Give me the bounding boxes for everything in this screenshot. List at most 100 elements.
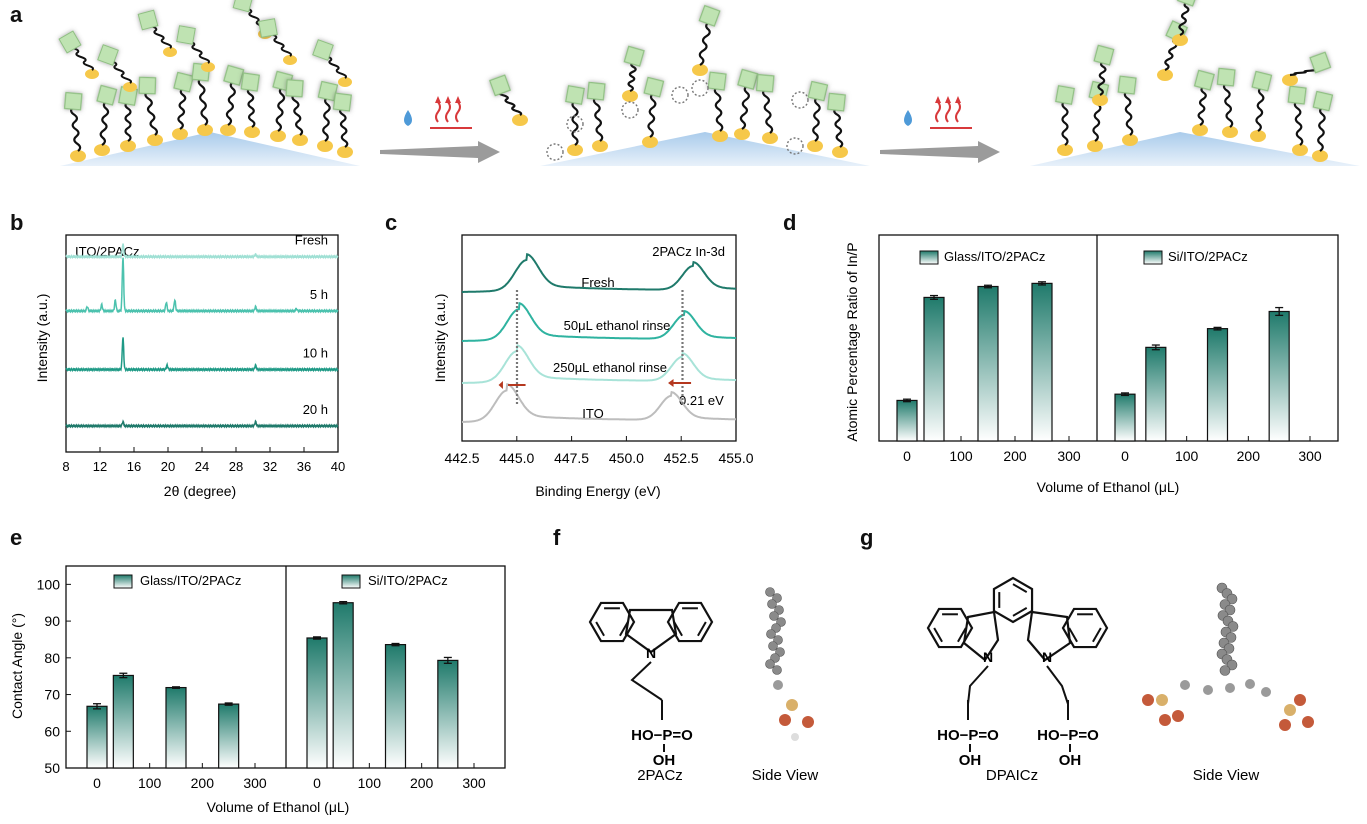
- mol-a1-free-head-3: [176, 25, 196, 45]
- chart-e-legend-swatch-0: [113, 574, 133, 589]
- panel-label-b: b: [10, 210, 24, 235]
- mol-a2-7-chain: [833, 107, 844, 148]
- mol-g-phos-2-oh: OH: [1059, 752, 1082, 769]
- molecule-g-side-view: Side View: [1193, 767, 1260, 784]
- mol-a3-11-head: [1309, 51, 1332, 74]
- mol-g-ring-left-db-1: [933, 627, 943, 643]
- mol-g-phos-2-group: HO−P=O: [1037, 727, 1099, 744]
- mol-g-ring-mid: [992, 576, 1034, 624]
- mol-a1-1-anchor: [94, 144, 110, 156]
- mol-a2-3-head: [707, 71, 727, 91]
- vacancy-1: [566, 115, 584, 133]
- chart-b-xlabel: 2θ (degree): [164, 483, 236, 499]
- mol-g-side-o-5: [1302, 716, 1314, 728]
- mol-a2-7-anchor: [832, 146, 848, 158]
- mol-g-side-atom-1: [1221, 588, 1233, 599]
- mol-g-side-c-2: [1225, 683, 1235, 693]
- mol-f-side-atom-7: [766, 629, 776, 639]
- mol-a3-5-anchor: [1250, 130, 1266, 142]
- chart-c-shift-head-0: [498, 381, 503, 389]
- substrate-1: [540, 132, 870, 166]
- heat-icon-0-0: [435, 101, 441, 123]
- chart-c-series-0: [462, 253, 736, 293]
- mol-a2-4-head: [737, 68, 759, 90]
- mol-g-side-c-0: [1180, 680, 1190, 690]
- mol-g-side-o-3: [1294, 694, 1306, 706]
- mol-a1-free-head-0: [58, 30, 82, 54]
- chart-e-bar-0-1: [112, 674, 134, 769]
- mol-a1-3-head: [138, 76, 157, 95]
- chart-c-xtick-label-4: 452.5: [664, 450, 699, 466]
- mol-f-n: N: [646, 645, 656, 661]
- chart-d-legend-swatch-1: [1143, 250, 1163, 265]
- mol-f-side-h1: [791, 733, 799, 741]
- mol-g-ring-left-db-0: [957, 627, 967, 643]
- mol-a3-0-head: [1055, 85, 1075, 105]
- mol-a3-6-chain: [1293, 100, 1304, 146]
- mol-a2-9-head: [623, 45, 645, 67]
- mol-a2-6-chain: [812, 96, 821, 142]
- mol-f-side-c1: [773, 680, 783, 690]
- mol-a1-0-head: [63, 91, 83, 111]
- panel-label-e: e: [10, 525, 23, 550]
- chart-e-xtick-label-0-1: 100: [138, 775, 162, 791]
- mol-f-side-atom-4: [769, 611, 779, 621]
- chart-e-ylabel: Contact Angle (°): [9, 613, 25, 719]
- mol-a2-9-anchor: [622, 90, 638, 102]
- mol-a1-7-chain: [246, 87, 256, 128]
- mol-a2-3-chain: [713, 86, 724, 132]
- chart-c-xlabel: Binding Energy (eV): [535, 483, 660, 499]
- mol-a3-7-chain: [1317, 106, 1326, 152]
- chart-b-series-2: [65, 337, 339, 373]
- chart-d-xtick-label-0-0: 0: [903, 448, 911, 464]
- chart-d-ylabel: Atomic Percentage Ratio of In/P: [844, 242, 860, 441]
- chart-e-frame: [65, 565, 506, 769]
- chart-d-bar-0-0: [896, 399, 918, 442]
- chart-c-series-1: [462, 302, 736, 342]
- mol-a1-7-head: [240, 72, 260, 92]
- mol-a1-2-chain: [124, 101, 132, 142]
- mol-g-side-c-1: [1203, 685, 1213, 695]
- chart-e-xlabel: Volume of Ethanol (μL): [207, 799, 350, 815]
- mol-a2-6-head: [807, 80, 829, 102]
- mol-g-side-atom-4: [1224, 604, 1236, 616]
- vacancy-2: [621, 101, 639, 119]
- mol-f-phos-oh: OH: [653, 752, 676, 769]
- chart-c-shift-head-1: [668, 379, 674, 387]
- chart-e-bar-0-0: [86, 705, 108, 769]
- chart-e-legend-glass: Glass/ITO/2PACz: [140, 573, 241, 588]
- chart-d-bar-1-1: [1145, 346, 1167, 442]
- mol-f-ring-left-db-0: [619, 621, 629, 637]
- mol-a1-4-chain: [177, 87, 187, 130]
- heat-icon-0-2: [455, 101, 461, 123]
- chart-b-xtick-label-5: 28: [229, 459, 243, 474]
- mol-g-ring-left: [926, 607, 974, 649]
- chart-b-xtick-label-0: 8: [62, 459, 69, 474]
- mol-a1-4-head: [173, 71, 195, 93]
- chart-d-legend-swatch-0: [919, 250, 939, 265]
- mol-g-side-atom-11: [1223, 643, 1235, 654]
- chart-e-xtick-label-0-3: 300: [243, 775, 267, 791]
- mol-f-side-atom-13: [772, 665, 782, 675]
- mol-a3-9-anchor: [1157, 69, 1173, 81]
- chart-d-xtick-label-0-1: 100: [949, 448, 973, 464]
- mol-a3-2-anchor: [1122, 134, 1138, 146]
- mol-f-pyrrole: [624, 608, 678, 654]
- water-drop-icon-1: [904, 110, 912, 126]
- mol-a1-free-head-5: [258, 18, 278, 38]
- chart-c-xtick-label-0: 442.5: [444, 450, 479, 466]
- chart-c-xtick-label-5: 455.0: [718, 450, 753, 466]
- chart-b-xtick-label-8: 40: [331, 459, 345, 474]
- mol-g-ring-right-db-0: [1092, 627, 1102, 643]
- mol-a3-6-anchor: [1292, 144, 1308, 156]
- mol-f-chain: [630, 661, 663, 701]
- mol-g-pyrrole-left: [962, 610, 1000, 662]
- mol-a1-free-head-2: [137, 9, 159, 31]
- panel-label-f: f: [553, 525, 561, 550]
- mol-a3-5-head: [1251, 70, 1273, 92]
- chart-b-series-label-1: 5 h: [310, 287, 328, 302]
- mol-f-side-atom-12: [765, 659, 775, 669]
- chart-c-frame: [461, 234, 737, 442]
- chart-e-xtick-label-1-2: 200: [410, 775, 434, 791]
- mol-a1-11-anchor: [337, 146, 353, 158]
